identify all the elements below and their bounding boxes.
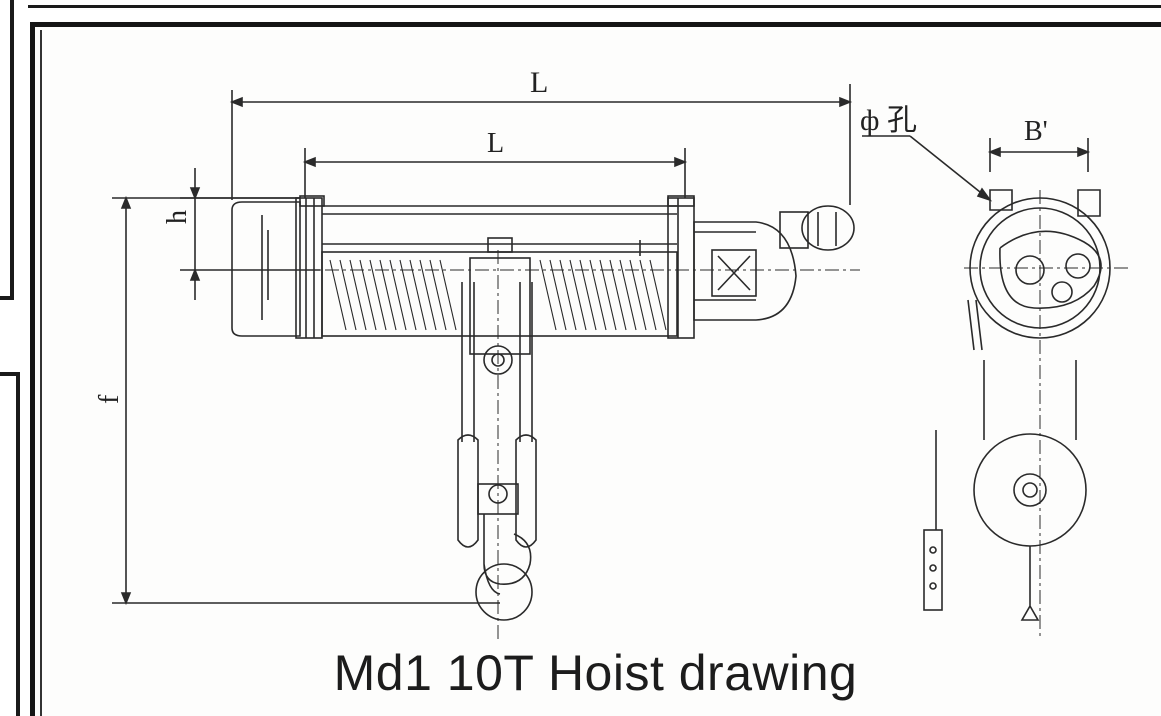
drawing-panel [30, 22, 1161, 716]
overall-length-label: L [530, 66, 548, 99]
rail-length-label: L [487, 128, 504, 159]
rail-length-dimension [302, 148, 688, 198]
overall-length-dimension [229, 84, 853, 205]
lift-height-label: f [94, 394, 125, 404]
left-frame-upper [0, 0, 14, 300]
left-frame-lower [0, 372, 20, 716]
lift-height-dimension [112, 195, 500, 606]
panel-inner-rule [40, 30, 42, 716]
height-h-dimension [180, 168, 320, 300]
drawing-caption: Md1 10T Hoist drawing [333, 645, 858, 701]
width-label: B' [1024, 116, 1048, 147]
hoist-end-view [862, 135, 1130, 640]
hook-block-front [457, 250, 537, 640]
top-frame-border [28, 0, 1161, 8]
height-h-label: h [162, 210, 193, 224]
hole-label: ф 孔 [860, 104, 917, 137]
